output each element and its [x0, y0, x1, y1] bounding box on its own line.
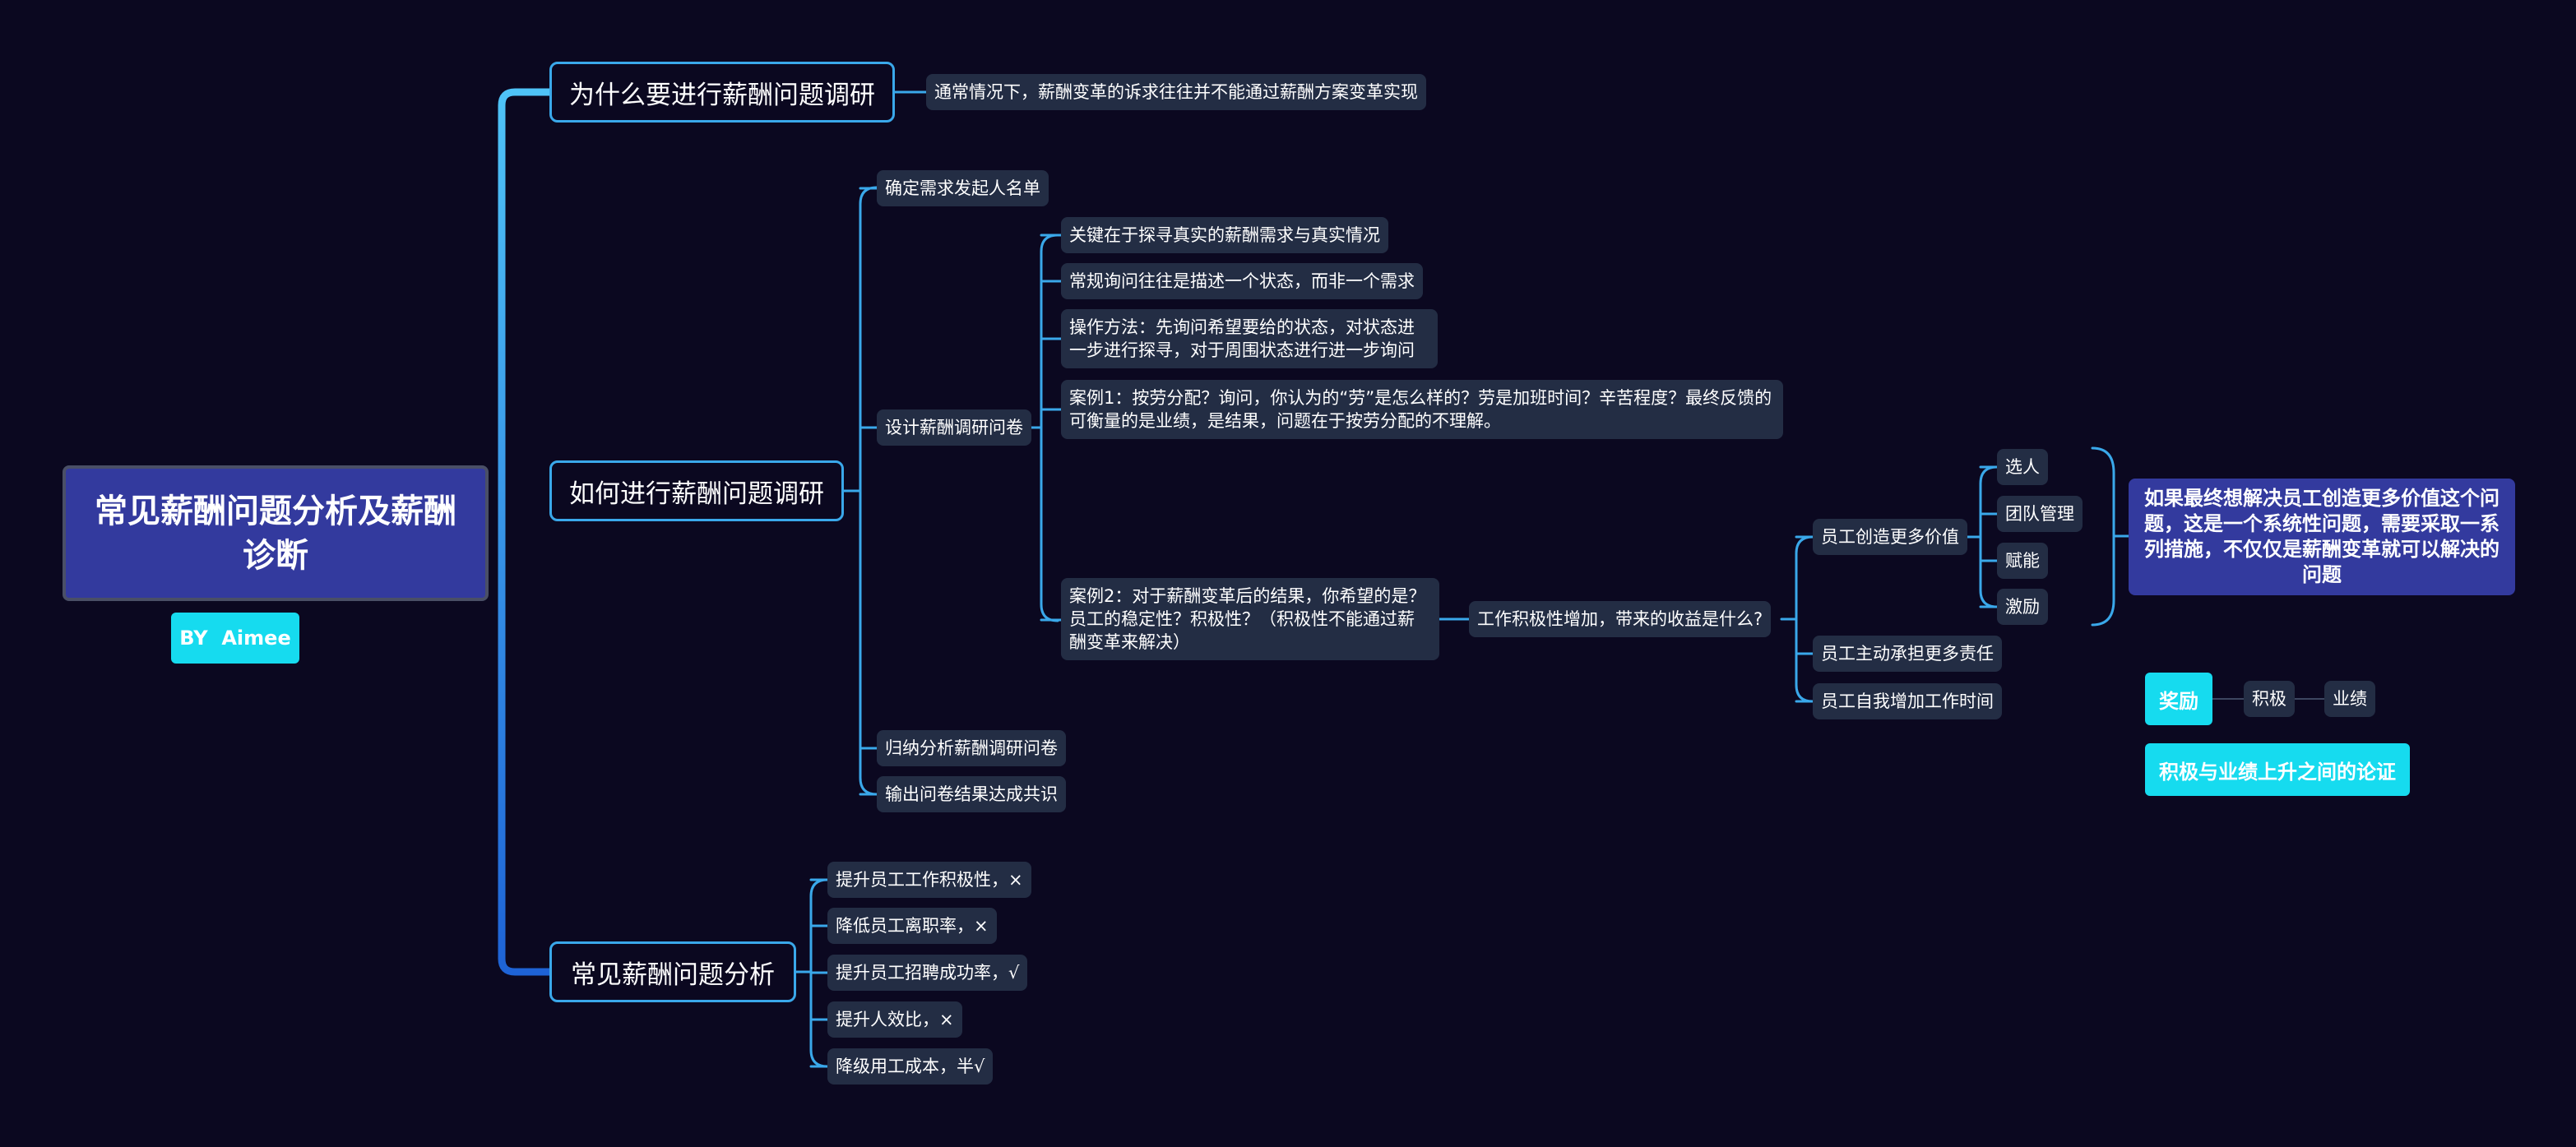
common-item-4[interactable]: 提升人效比，×	[827, 1001, 962, 1038]
branch-why[interactable]: 为什么要进行薪酬问题调研	[549, 62, 895, 123]
common-item-1[interactable]: 提升员工工作积极性，×	[827, 862, 1031, 898]
step2-item-2[interactable]: 常规询问往往是描述一个状态，而非一个需求	[1061, 263, 1423, 299]
how-step3[interactable]: 归纳分析薪酬调研问卷	[877, 730, 1066, 766]
common-item-2[interactable]: 降低员工离职率，×	[827, 908, 997, 944]
benefit-more-value[interactable]: 员工创造更多价值	[1813, 519, 1967, 555]
reward-node[interactable]: 奖励	[2145, 673, 2212, 725]
measure-enable[interactable]: 赋能	[1997, 543, 2048, 579]
measure-team[interactable]: 团队管理	[1997, 496, 2083, 532]
benefit-question[interactable]: 工作积极性增加，带来的收益是什么?	[1469, 601, 1772, 637]
main-trunk	[484, 88, 554, 976]
step2-item-method[interactable]: 操作方法：先询问希望要给的状态，对状态进一步进行探寻，对于周围状态进行进一步询问	[1061, 309, 1438, 368]
how-step2[interactable]: 设计薪酬调研问卷	[877, 409, 1031, 446]
benefit-more-responsibility[interactable]: 员工主动承担更多责任	[1813, 636, 2002, 672]
step2-item-1[interactable]: 关键在于探寻真实的薪酬需求与真实情况	[1061, 217, 1388, 253]
common-item-5[interactable]: 降级用工成本，半√	[827, 1048, 994, 1085]
author-badge: BY Aimee	[171, 613, 299, 664]
measure-select[interactable]: 选人	[1997, 449, 2048, 485]
argument-node[interactable]: 积极与业绩上升之间的论证	[2145, 743, 2410, 796]
branch-common[interactable]: 常见薪酬问题分析	[549, 941, 796, 1002]
reward-chain-performance[interactable]: 业绩	[2324, 681, 2375, 717]
root-topic[interactable]: 常见薪酬问题分析及薪酬诊断	[63, 465, 489, 601]
measure-incentive[interactable]: 激励	[1997, 589, 2048, 625]
common-item-3[interactable]: 提升员工招聘成功率，√	[827, 955, 1028, 991]
step2-item-case2[interactable]: 案例2：对于薪酬变革后的结果，你希望的是？员工的稳定性？积极性？（积极性不能通过…	[1061, 578, 1439, 660]
how-step1[interactable]: 确定需求发起人名单	[877, 170, 1049, 206]
benefit-more-time[interactable]: 员工自我增加工作时间	[1813, 683, 2002, 719]
branch-how[interactable]: 如何进行薪酬问题调研	[549, 460, 844, 521]
step2-item-case1[interactable]: 案例1：按劳分配？询问，你认为的“劳”是怎么样的？劳是加班时间？辛苦程度？最终反…	[1061, 380, 1783, 439]
how-step4[interactable]: 输出问卷结果达成共识	[877, 776, 1066, 812]
why-note[interactable]: 通常情况下，薪酬变革的诉求往往并不能通过薪酬方案变革实现	[926, 74, 1426, 110]
summary-note[interactable]: 如果最终想解决员工创造更多价值这个问题，这是一个系统性问题，需要采取一系列措施，…	[2129, 479, 2515, 595]
reward-chain-positive[interactable]: 积极	[2244, 681, 2295, 717]
